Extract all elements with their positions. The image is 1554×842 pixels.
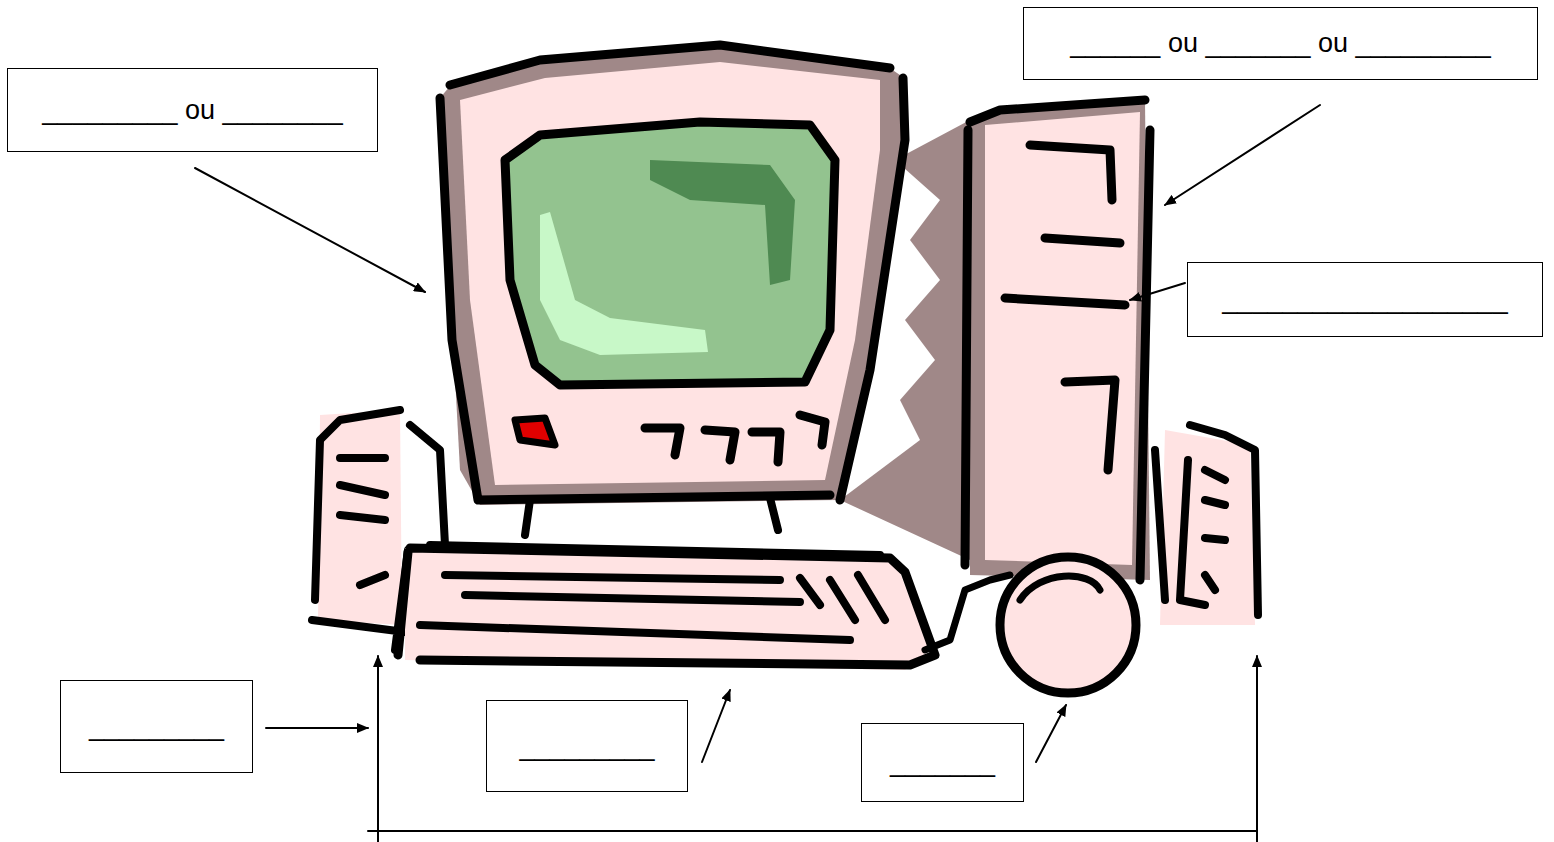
label-box: _________	[60, 680, 253, 773]
label-box: _________ ou ________	[7, 68, 378, 152]
label-box: _______	[861, 723, 1024, 802]
blank-label: ___________________	[1222, 284, 1507, 315]
blank-label: _______	[890, 747, 995, 778]
blank-label: _________ ou ________	[42, 95, 342, 126]
label-box: _________	[486, 700, 688, 792]
blank-label: ______ ou _______ ou _________	[1070, 28, 1490, 59]
blank-label: _________	[89, 711, 224, 742]
label-box: ___________________	[1187, 262, 1543, 337]
blank-label: _________	[519, 731, 654, 762]
label-box: ______ ou _______ ou _________	[1023, 7, 1538, 80]
